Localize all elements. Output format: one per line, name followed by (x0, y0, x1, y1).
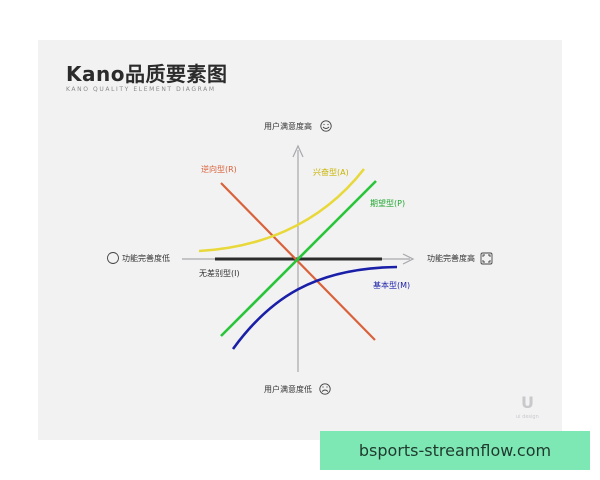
site-banner[interactable]: bsports-streamflow.com (320, 431, 590, 470)
axis-label-top: 用户满意度高 (264, 122, 312, 131)
frown-icon (319, 383, 331, 395)
axis-label-left: 功能完善度低 (122, 254, 170, 263)
axis-label-right: 功能完善度高 (427, 254, 475, 263)
performance-curve (220, 180, 377, 337)
must-be-label: 基本型(M) (373, 281, 411, 290)
horizontal-axis-arrow (402, 253, 415, 265)
watermark-logo: U (521, 393, 534, 412)
performance-label: 期望型(P) (370, 199, 406, 208)
vertical-axis-arrow (292, 144, 304, 158)
axis-label-bottom: 用户满意度低 (264, 385, 312, 394)
attractive-label: 兴奋型(A) (313, 168, 349, 177)
full-frame-icon (480, 252, 493, 265)
smile-icon (320, 120, 332, 132)
page-subtitle: KANO QUALITY ELEMENT DIAGRAM (66, 86, 216, 93)
reverse-curve (220, 182, 376, 341)
diagram-card (38, 40, 562, 440)
indifferent-label: 无差别型(I) (199, 269, 240, 278)
empty-circle-icon (107, 252, 119, 264)
reverse-label: 逆向型(R) (201, 165, 237, 174)
attractive-curve (198, 168, 366, 253)
watermark-text: ui design (516, 414, 539, 420)
page-title: Kano品质要素图 (66, 62, 228, 86)
must-be-curve (231, 265, 398, 350)
